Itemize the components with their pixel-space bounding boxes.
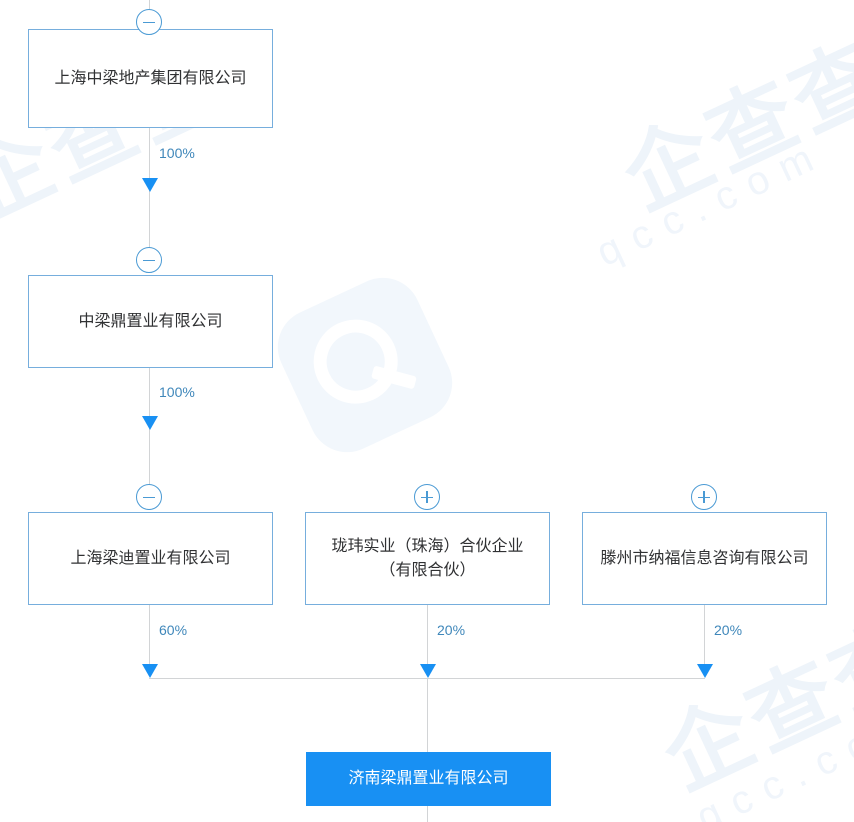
arrow-n3-junction <box>142 664 158 678</box>
edge-percent-n3-target: 60% <box>159 622 188 638</box>
arrow-n2-n3 <box>142 416 158 430</box>
edge-percent-n5-target: 20% <box>714 622 743 638</box>
company-node-longwei-shiye-zhuhai[interactable]: 珑玮实业（珠海）合伙企业（有限合伙） <box>305 512 550 605</box>
company-node-tengzhou-nafu-xinxi-zixun[interactable]: 滕州市纳福信息咨询有限公司 <box>582 512 827 605</box>
company-node-shanghai-zhongliang-dichan-jituan[interactable]: 上海中梁地产集团有限公司 <box>28 29 273 128</box>
toggle-collapse-n2[interactable] <box>136 247 162 273</box>
connector-n1-n2-lower <box>149 192 150 262</box>
company-node-zhongliang-ding-zhiye[interactable]: 中梁鼎置业有限公司 <box>28 275 273 368</box>
toggle-collapse-n1[interactable] <box>136 9 162 35</box>
connector-junction-target <box>427 678 428 752</box>
company-node-shanghai-liangdi-zhiye[interactable]: 上海梁迪置业有限公司 <box>28 512 273 605</box>
watermark-brand-bottom-right: 企查查 <box>649 604 854 808</box>
connector-root-stub <box>149 0 150 9</box>
arrow-n4-junction <box>420 664 436 678</box>
minus-icon <box>143 21 155 24</box>
watermark-logo <box>265 265 465 465</box>
connector-n4-junction <box>427 605 428 667</box>
toggle-collapse-n3[interactable] <box>136 484 162 510</box>
minus-icon <box>143 496 155 499</box>
edge-percent-n2-n3: 100% <box>159 384 195 400</box>
toggle-expand-n5[interactable] <box>691 484 717 510</box>
minus-icon <box>143 259 155 262</box>
watermark-domain-top-right: qcc.com <box>590 130 833 275</box>
arrow-n1-n2 <box>142 178 158 192</box>
connector-n2-n3-lower <box>149 430 150 499</box>
edge-percent-n1-n2: 100% <box>159 145 195 161</box>
connector-target-below <box>427 806 428 822</box>
toggle-expand-n4[interactable] <box>414 484 440 510</box>
connector-n3-junction <box>149 605 150 667</box>
edge-percent-n4-target: 20% <box>437 622 466 638</box>
connector-n2-n3 <box>149 368 150 438</box>
company-node-jinan-liangding-zhiye-target[interactable]: 济南梁鼎置业有限公司 <box>306 752 551 806</box>
watermark-brand-top-right: 企查查 <box>609 24 854 228</box>
connector-n5-junction <box>704 605 705 667</box>
watermark-domain-bottom-right: qcc.com <box>690 695 854 822</box>
connector-n1-n2 <box>149 128 150 200</box>
arrow-n5-junction <box>697 664 713 678</box>
